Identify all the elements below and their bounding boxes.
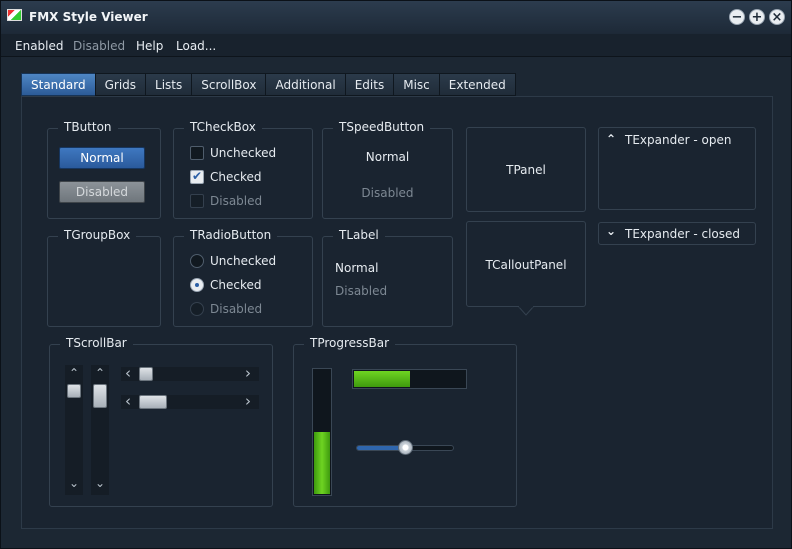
scrollbar-thumb[interactable] — [67, 384, 81, 398]
tradiobutton-group: TRadioButton Unchecked Checked Disabled — [173, 228, 313, 327]
chevron-left-icon[interactable]: ‹ — [125, 392, 131, 410]
unchecked-checkbox[interactable] — [190, 146, 204, 160]
trackbar-fill — [357, 446, 405, 450]
scrollbar-thumb[interactable] — [139, 367, 153, 381]
check-icon: ✔ — [192, 169, 203, 183]
horizontal-scrollbar-2[interactable]: ‹ › — [121, 392, 259, 410]
texpander-closed[interactable]: ⌄ TExpander - closed — [598, 222, 756, 245]
disabled-label: Disabled — [335, 284, 388, 298]
app-icon — [7, 9, 22, 21]
window-title: FMX Style Viewer — [29, 10, 148, 24]
tlabel-title: TLabel — [333, 228, 385, 242]
tab-additional[interactable]: Additional — [265, 73, 346, 96]
scrollbar-thumb[interactable] — [139, 395, 167, 409]
tcalloutpanel: TCalloutPanel — [466, 221, 586, 307]
tradiobutton-title: TRadioButton — [184, 228, 278, 242]
disabled-button: Disabled — [59, 181, 145, 203]
unchecked-radio[interactable] — [190, 254, 204, 268]
disabled-radio-label: Disabled — [210, 302, 263, 316]
normal-speedbutton[interactable]: Normal — [365, 150, 410, 164]
menu-help[interactable]: Help — [136, 39, 164, 53]
chevron-up-icon: ⌃ — [606, 132, 617, 146]
horizontal-scrollbar-1[interactable]: ‹ › — [121, 364, 259, 382]
texpander-open: ⌃ TExpander - open — [598, 127, 756, 210]
checked-checkbox[interactable]: ✔ — [190, 169, 204, 184]
tcheckbox-group: TCheckBox Unchecked ✔ Checked Disabled — [173, 120, 313, 219]
tab-extended[interactable]: Extended — [438, 73, 516, 96]
tspeedbutton-group: TSpeedButton Normal Disabled — [322, 120, 453, 219]
chevron-down-icon: ⌄ — [606, 224, 617, 238]
tbutton-title: TButton — [58, 120, 118, 134]
checked-checkbox-label[interactable]: Checked — [210, 170, 262, 184]
chevron-right-icon[interactable]: › — [245, 392, 251, 410]
checked-radio[interactable] — [190, 278, 204, 292]
tscrollbar-title: TScrollBar — [60, 336, 133, 350]
menu-enabled[interactable]: Enabled — [15, 39, 64, 53]
tab-grids[interactable]: Grids — [94, 73, 147, 96]
horizontal-progressbar-fill — [354, 371, 410, 387]
scrollbar-thumb[interactable] — [93, 384, 107, 408]
texpander-open-label: TExpander - open — [625, 133, 732, 147]
disabled-checkbox-label: Disabled — [210, 194, 263, 208]
tcalloutpanel-label: TCalloutPanel — [485, 258, 567, 272]
vertical-scrollbar-2[interactable]: ⌃ ⌄ — [91, 365, 109, 495]
unchecked-radio-label[interactable]: Unchecked — [210, 254, 277, 268]
tprogressbar-group: TProgressBar — [293, 336, 517, 507]
texpander-open-header[interactable]: ⌃ TExpander - open — [599, 128, 755, 150]
window-controls: − + × — [729, 9, 785, 25]
tspeedbutton-title: TSpeedButton — [333, 120, 431, 134]
trackbar[interactable] — [356, 440, 454, 455]
menu-disabled: Disabled — [73, 39, 126, 53]
minimize-button[interactable]: − — [729, 9, 745, 25]
unchecked-checkbox-label[interactable]: Unchecked — [210, 146, 277, 160]
tab-standard[interactable]: Standard — [21, 73, 96, 96]
tab-misc[interactable]: Misc — [393, 73, 440, 96]
radio-dot-icon — [195, 283, 199, 287]
normal-label: Normal — [335, 261, 379, 275]
disabled-radio — [190, 302, 204, 316]
checked-radio-label[interactable]: Checked — [210, 278, 262, 292]
disabled-checkbox — [190, 194, 204, 208]
tscrollbar-group: TScrollBar ⌃ ⌄ ⌃ ⌄ ‹ › ‹ — [49, 336, 273, 507]
vertical-progressbar — [312, 368, 332, 496]
tab-scrollbox[interactable]: ScrollBox — [191, 73, 267, 96]
chevron-up-icon[interactable]: ⌃ — [95, 366, 106, 380]
menu-bar: Enabled Disabled Help Load... — [1, 34, 791, 57]
tpanel: TPanel — [466, 127, 586, 212]
horizontal-progressbar — [352, 369, 467, 389]
chevron-down-icon[interactable]: ⌄ — [69, 476, 80, 490]
tab-page-standard: TButton Normal Disabled TCheckBox Unchec… — [21, 96, 773, 529]
disabled-speedbutton: Disabled — [361, 186, 414, 200]
trackbar-thumb[interactable] — [398, 440, 413, 455]
chevron-down-icon[interactable]: ⌄ — [95, 476, 106, 490]
tgroupbox-title: TGroupBox — [58, 228, 137, 242]
tab-bar: Standard Grids Lists ScrollBox Additiona… — [21, 73, 516, 96]
tgroupbox: TGroupBox — [47, 228, 161, 327]
tab-edits[interactable]: Edits — [344, 73, 395, 96]
maximize-button[interactable]: + — [749, 9, 765, 25]
chevron-up-icon[interactable]: ⌃ — [69, 366, 80, 380]
vertical-scrollbar-1[interactable]: ⌃ ⌄ — [65, 365, 83, 495]
normal-button[interactable]: Normal — [59, 147, 145, 169]
callout-pointer — [518, 306, 534, 316]
chevron-left-icon[interactable]: ‹ — [125, 364, 131, 382]
menu-load[interactable]: Load... — [176, 39, 217, 53]
vertical-progressbar-fill — [314, 432, 330, 494]
chevron-right-icon[interactable]: › — [245, 364, 251, 382]
title-bar[interactable]: FMX Style Viewer − + × — [1, 1, 791, 34]
tprogressbar-title: TProgressBar — [304, 336, 396, 350]
texpander-closed-label: TExpander - closed — [625, 227, 741, 241]
close-button[interactable]: × — [769, 9, 785, 25]
tab-lists[interactable]: Lists — [145, 73, 193, 96]
tlabel-group: TLabel Normal Disabled — [322, 228, 453, 327]
tbutton-group: TButton Normal Disabled — [47, 120, 161, 219]
tpanel-label: TPanel — [506, 163, 546, 177]
tcheckbox-title: TCheckBox — [184, 120, 262, 134]
